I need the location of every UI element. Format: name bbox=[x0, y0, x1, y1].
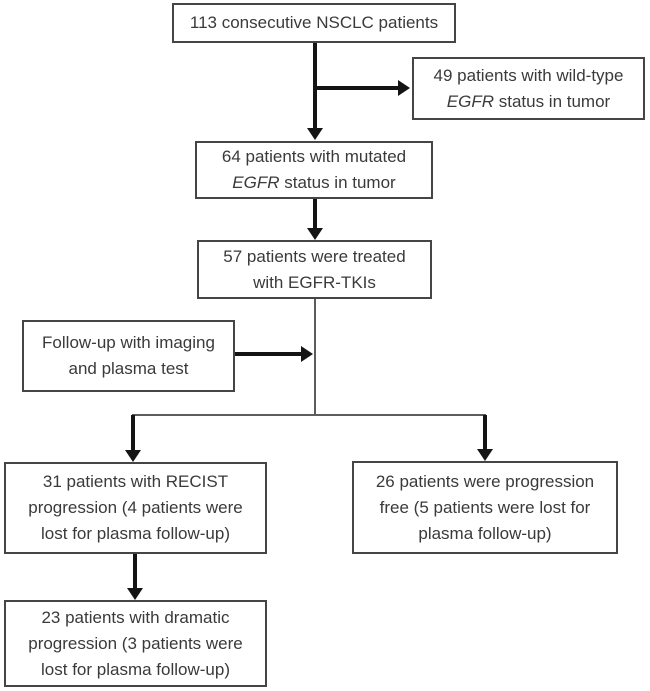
gene-line-rest: status in tumor bbox=[279, 173, 396, 192]
arrow-right-icon bbox=[398, 80, 410, 96]
box-total-patients-text: 113 consecutive NSCLC patients bbox=[189, 13, 439, 32]
box-recist-progression: 31 patients with RECIST progression (4 p… bbox=[4, 462, 267, 554]
arrow-down-icon bbox=[307, 228, 323, 240]
arrow-right-icon bbox=[301, 346, 313, 362]
box-wildtype-egfr: 49 patients with wild-type EGFR status i… bbox=[412, 57, 645, 120]
box-recist-progression-line2: progression (4 patients were bbox=[28, 498, 243, 517]
box-progression-free-line2: free (5 patients were lost for bbox=[379, 497, 591, 517]
box-progression-free: 26 patients were progression free (5 pat… bbox=[352, 461, 618, 554]
box-dramatic-progression-line1: 23 patients with dramatic bbox=[41, 607, 230, 627]
box-recist-progression-line1: 31 patients with RECIST bbox=[42, 472, 229, 491]
box-followup-line2: and plasma test bbox=[68, 359, 189, 378]
gene-line-rest: status in tumor bbox=[494, 91, 611, 111]
arrow-down-icon bbox=[477, 449, 493, 461]
arrow-split-to-recist-line bbox=[131, 415, 135, 451]
box-mutated-egfr-line1: 64 patients with mutated bbox=[221, 147, 407, 166]
arrow-down-icon bbox=[127, 588, 143, 600]
box-dramatic-progression-line2: progression (3 patients were bbox=[28, 633, 243, 653]
box-egfr-tki-treated-line2: with EGFR-TKIs bbox=[253, 272, 376, 292]
box-mutated-egfr: 64 patients with mutated EGFR status in … bbox=[195, 141, 433, 199]
arrow-split-to-progression-free-line bbox=[483, 415, 487, 450]
box-total-patients: 113 consecutive NSCLC patients bbox=[172, 3, 456, 43]
split-vertical-line bbox=[314, 298, 316, 415]
box-egfr-tki-treated-line1: 57 patients were treated bbox=[223, 246, 406, 266]
box-recist-progression-line3: lost for plasma follow-up) bbox=[41, 524, 230, 543]
arrow-mutated-to-treated-line bbox=[313, 198, 317, 229]
box-dramatic-progression-line3: lost for plasma follow-up) bbox=[41, 659, 230, 679]
box-progression-free-line1: 26 patients were progression bbox=[375, 471, 595, 491]
box-progression-free-line3: plasma follow-up) bbox=[418, 523, 552, 543]
arrow-total-to-mutated-line bbox=[313, 42, 317, 129]
box-followup: Follow-up with imaging and plasma test bbox=[22, 320, 235, 392]
arrow-recist-to-dramatic-line bbox=[133, 553, 137, 589]
split-horizontal-line bbox=[132, 414, 486, 416]
gene-name-italic: EGFR bbox=[446, 91, 494, 111]
box-followup-line1: Follow-up with imaging bbox=[42, 333, 215, 352]
box-mutated-egfr-line2: EGFR status in tumor bbox=[232, 170, 395, 196]
arrow-down-icon bbox=[307, 128, 323, 140]
arrow-down-icon bbox=[125, 450, 141, 462]
arrow-followup-to-split-line bbox=[235, 352, 302, 356]
box-wildtype-egfr-line2: EGFR status in tumor bbox=[447, 89, 610, 115]
arrow-branch-to-wildtype-line bbox=[315, 86, 399, 90]
box-wildtype-egfr-line1: 49 patients with wild-type bbox=[433, 65, 624, 85]
box-egfr-tki-treated: 57 patients were treated with EGFR-TKIs bbox=[197, 240, 432, 299]
box-dramatic-progression: 23 patients with dramatic progression (3… bbox=[4, 600, 267, 687]
gene-name-italic: EGFR bbox=[232, 173, 280, 192]
